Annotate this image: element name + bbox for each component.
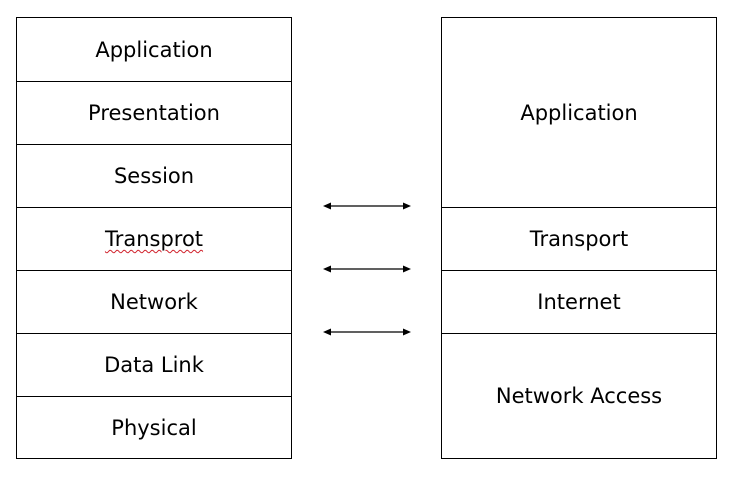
osi-layer-data-link: Data Link [17, 333, 291, 396]
osi-layer-label: Presentation [88, 101, 220, 125]
osi-layer-presentation: Presentation [17, 81, 291, 144]
osi-layer-label: Data Link [104, 353, 204, 377]
tcpip-layer-transport: Transport [442, 207, 716, 270]
tcpip-layer-internet: Internet [442, 270, 716, 333]
double-arrow-icon [323, 328, 411, 336]
tcpip-model-stack: Application Transport Internet Network A… [441, 17, 717, 459]
tcpip-layer-label: Network Access [495, 384, 663, 408]
osi-layer-physical: Physical [17, 396, 291, 458]
tcpip-layer-label: Internet [537, 290, 621, 314]
osi-layer-session: Session [17, 144, 291, 207]
osi-layer-label: Application [95, 37, 213, 62]
tcpip-layer-application: Application [442, 18, 716, 207]
osi-layer-network: Network [17, 270, 291, 333]
osi-layer-label: Physical [111, 415, 197, 440]
osi-layer-application: Application [17, 18, 291, 81]
osi-layer-label: Network [110, 290, 198, 314]
tcpip-layer-label: Transport [529, 227, 629, 251]
osi-layer-transport: Transprot [17, 207, 291, 270]
osi-model-stack: Application Presentation Session Transpr… [16, 17, 292, 459]
tcpip-layer-label: Application [520, 100, 638, 125]
double-arrow-icon [323, 202, 411, 210]
double-arrow-icon [323, 265, 411, 273]
osi-layer-label: Transprot [104, 227, 204, 251]
osi-layer-label: Session [113, 164, 195, 188]
tcpip-layer-network-access: Network Access [442, 333, 716, 458]
